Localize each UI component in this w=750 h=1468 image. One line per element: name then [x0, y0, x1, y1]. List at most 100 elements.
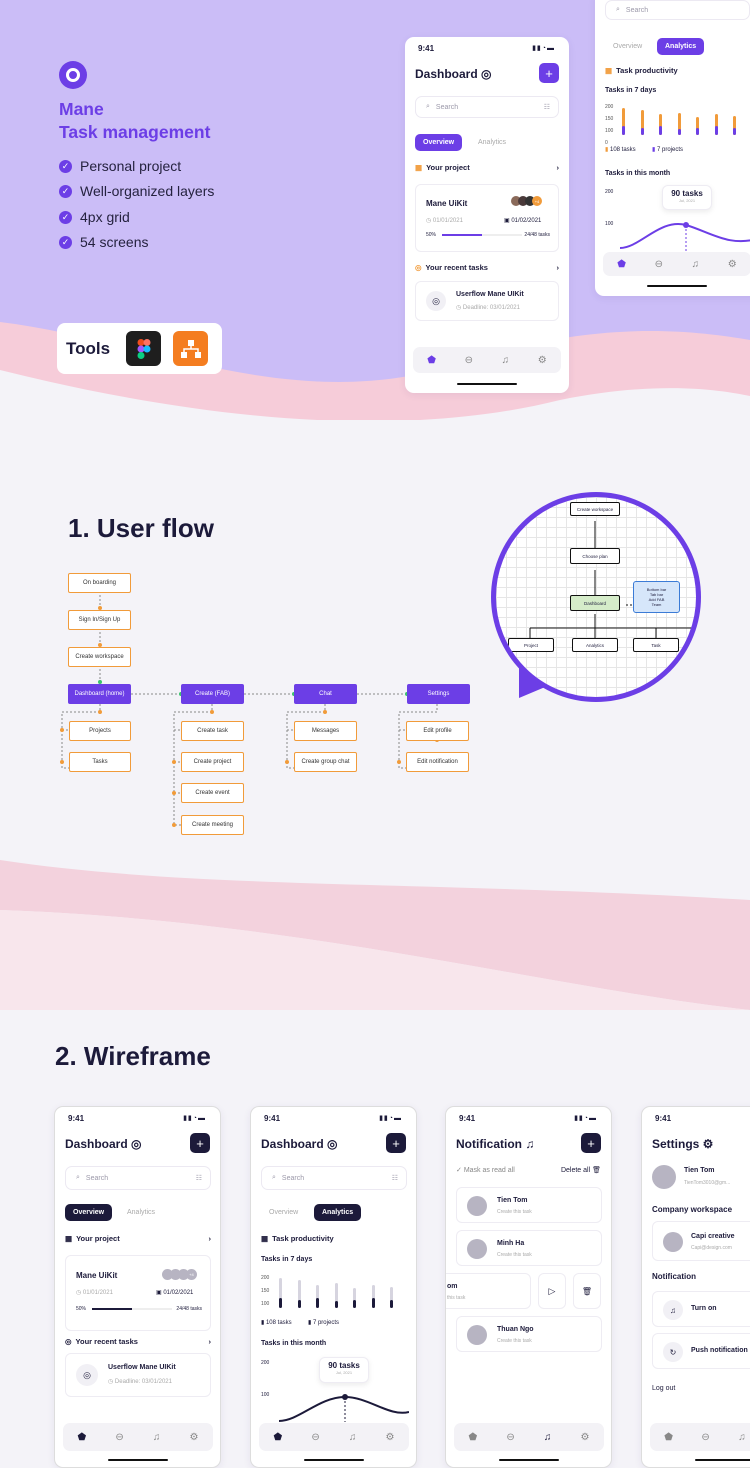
- search-input[interactable]: ⌕Search: [605, 0, 750, 20]
- feature-item: ✓Well-organized layers: [59, 183, 214, 199]
- recent-task-card[interactable]: ◎ Userflow Mane UIKit ◷ Deadline: 03/01/…: [415, 281, 559, 321]
- bottom-nav: ⬟ ⊖ ♫: [650, 1423, 750, 1451]
- bell-icon[interactable]: ♫: [501, 354, 510, 366]
- tab-analytics[interactable]: Analytics: [127, 1209, 156, 1216]
- trash-icon[interactable]: 🗑: [573, 1273, 601, 1309]
- home-icon[interactable]: ⬟: [427, 354, 436, 366]
- gear-icon[interactable]: ⚙: [580, 1431, 590, 1443]
- clock-icon: ◎: [415, 263, 422, 272]
- chart-bar: [390, 1286, 394, 1308]
- flow-node-create-event: Create event: [181, 783, 244, 803]
- avatar-group: +4: [511, 196, 542, 206]
- turn-on-row[interactable]: ♫Turn on: [652, 1291, 750, 1327]
- search-icon: ⌕: [272, 1174, 276, 1181]
- recent-tasks-header[interactable]: ◎Your recent tasks›: [65, 1337, 211, 1346]
- home-icon[interactable]: ⬟: [468, 1431, 478, 1443]
- chevron-right-icon: ›: [556, 163, 560, 172]
- status-time: 9:41: [459, 1114, 476, 1123]
- add-button[interactable]: +: [190, 1133, 210, 1153]
- bell-icon[interactable]: ♫: [543, 1431, 552, 1443]
- zoom-node: Project: [508, 638, 554, 652]
- your-project-header[interactable]: ▦Your project›: [415, 163, 559, 172]
- status-icons: ▮▮◔▬: [574, 1115, 597, 1122]
- tab-overview[interactable]: Overview: [65, 1204, 113, 1221]
- search-input[interactable]: ⌕Search☷: [65, 1166, 211, 1190]
- home-icon[interactable]: ⬟: [273, 1431, 283, 1443]
- chevron-right-icon: ›: [208, 1234, 212, 1243]
- add-button[interactable]: +: [539, 63, 559, 83]
- grid-icon: ▦: [415, 163, 423, 172]
- flow-node-create-task: Create task: [181, 721, 244, 741]
- week-chart: [622, 105, 750, 135]
- tab-overview[interactable]: Overview: [269, 1209, 299, 1216]
- add-button[interactable]: +: [386, 1133, 406, 1153]
- mark-read-button[interactable]: ✓ Mask as read all: [456, 1167, 515, 1174]
- wave-separator: [0, 860, 750, 1010]
- bell-icon[interactable]: ♫: [738, 1431, 746, 1443]
- avatar-group: +4: [162, 1269, 197, 1280]
- gear-icon[interactable]: ⚙: [727, 258, 737, 270]
- tab-overview[interactable]: Overview: [613, 43, 643, 50]
- gear-icon[interactable]: ⚙: [189, 1431, 199, 1443]
- y-tick: 200: [605, 189, 614, 195]
- home-icon[interactable]: ⬟: [664, 1431, 673, 1443]
- play-icon[interactable]: ▷: [538, 1273, 566, 1309]
- search-icon: ⌕: [426, 103, 430, 110]
- search-input[interactable]: ⌕Search☷: [261, 1166, 407, 1190]
- your-project-header[interactable]: ▦Your project›: [65, 1234, 211, 1243]
- recent-tasks-header[interactable]: ◎Your recent tasks›: [415, 263, 559, 272]
- chart-bar: [622, 108, 625, 135]
- bell-icon[interactable]: ♫: [152, 1431, 161, 1443]
- notification-label: Notification: [652, 1272, 696, 1281]
- flow-node-group-chat: Create group chat: [294, 752, 357, 772]
- grid-icon: ▦: [605, 66, 613, 75]
- search-input[interactable]: ⌕Search☷: [415, 96, 559, 118]
- check-icon: ✓: [59, 210, 72, 224]
- gear-icon[interactable]: ⚙: [537, 354, 547, 366]
- home-icon[interactable]: ⬟: [617, 258, 626, 270]
- flow-node-messages: Messages: [294, 721, 357, 741]
- tab-analytics[interactable]: Analytics: [657, 38, 705, 55]
- tab-overview[interactable]: Overview: [415, 134, 463, 151]
- push-notification-row[interactable]: ↻Push notification: [652, 1333, 750, 1369]
- filter-icon[interactable]: ☷: [543, 104, 550, 111]
- flow-connectors: [60, 595, 439, 827]
- chart-bar: [714, 114, 718, 135]
- flow-node-workspace: Create workspace: [68, 647, 131, 667]
- minus-icon[interactable]: ⊖: [115, 1431, 124, 1443]
- progress-bar: [442, 234, 522, 236]
- tab-analytics[interactable]: Analytics: [314, 1204, 362, 1221]
- minus-icon[interactable]: ⊖: [464, 354, 473, 366]
- bell-icon[interactable]: ♫: [348, 1431, 357, 1443]
- chevron-right-icon: ›: [556, 263, 560, 272]
- minus-icon[interactable]: ⊖: [701, 1431, 710, 1443]
- page-title: Dashboard ◎: [65, 1137, 142, 1151]
- project-card[interactable]: Mane UiKit +4 ◷ 01/01/2021 ▣ 01/02/2021 …: [65, 1255, 211, 1331]
- recent-task-card[interactable]: ◎ Userflow Mane UIKit ◷ Deadline: 03/01/…: [65, 1353, 211, 1397]
- home-icon[interactable]: ⬟: [77, 1431, 87, 1443]
- tab-analytics[interactable]: Analytics: [478, 139, 507, 146]
- filter-icon[interactable]: ☷: [195, 1175, 202, 1182]
- minus-icon[interactable]: ⊖: [654, 258, 663, 270]
- page-title: Dashboard ◎: [261, 1137, 338, 1151]
- add-button[interactable]: +: [581, 1133, 601, 1153]
- gear-icon[interactable]: ⚙: [385, 1431, 395, 1443]
- legend-tasks: ▮ 108 tasks: [605, 147, 636, 153]
- project-card[interactable]: Mane UiKit +4 ◷ 01/01/2021 ▣ 01/02/2021 …: [415, 184, 559, 252]
- bell-icon[interactable]: ♫: [691, 258, 700, 270]
- filter-icon[interactable]: ☷: [391, 1175, 398, 1182]
- logout-button[interactable]: Log out: [652, 1385, 676, 1392]
- minus-icon[interactable]: ⊖: [311, 1431, 320, 1443]
- delete-all-button[interactable]: Delete all 🗑: [560, 1167, 601, 1174]
- start-date: ◷ 01/01/2021: [76, 1290, 113, 1296]
- progress-label: 50%: [426, 232, 437, 238]
- y-tick: 100: [261, 1392, 270, 1398]
- minus-icon[interactable]: ⊖: [506, 1431, 515, 1443]
- flow-node-create: Create (FAB): [181, 684, 244, 704]
